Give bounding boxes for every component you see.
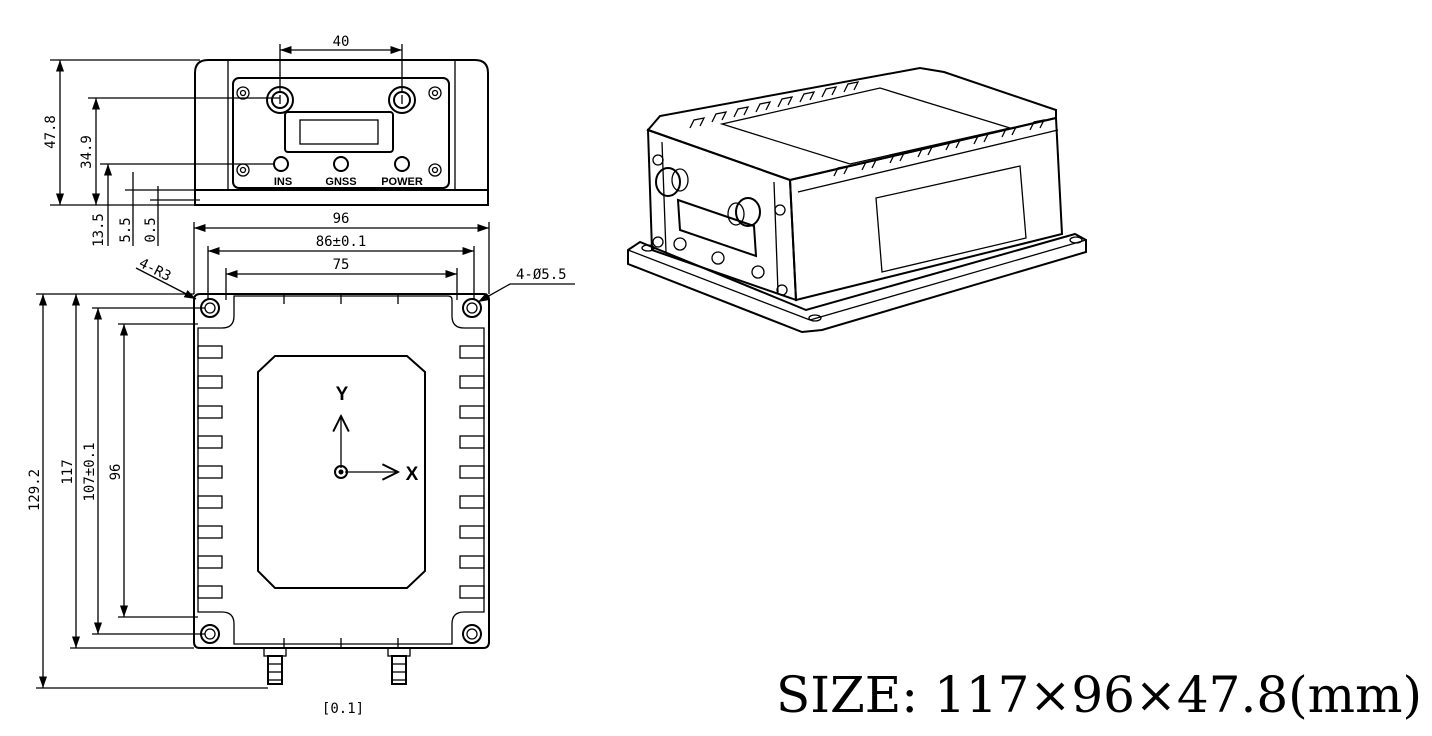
led-label-ins: INS xyxy=(274,176,292,188)
size-caption: SIZE: 117×96×47.8(mm) xyxy=(776,666,1422,724)
flatness-note: [0.1] xyxy=(322,701,364,717)
front-view: INS GNSS POWER 40 47.8 34.9 13.5 5.5 0.5 xyxy=(43,34,489,247)
iso-right-face xyxy=(788,116,1064,302)
top-inner-outline xyxy=(197,295,485,645)
isometric-view xyxy=(627,66,1087,334)
dim-top-width-total: 96 xyxy=(333,211,350,227)
data-connector-inner xyxy=(299,119,379,145)
dim-hole-spec: 4-Ø5.5 xyxy=(516,267,567,283)
dim-top-inner-length: 96 xyxy=(108,464,124,481)
iso-antenna-connector-icon xyxy=(655,167,761,227)
dim-front-height-total: 47.8 xyxy=(43,115,59,149)
led-power-icon xyxy=(394,156,410,172)
cooling-fins-left xyxy=(197,345,223,599)
iso-right-edge xyxy=(797,129,1059,193)
iso-led-icon xyxy=(751,265,765,279)
iso-front-screw-icon xyxy=(652,236,664,248)
iso-led-icon xyxy=(711,251,725,265)
front-enclosure-outline xyxy=(194,59,489,206)
sma-connector-icon xyxy=(263,647,411,685)
iso-mount-hole-icon xyxy=(808,314,822,322)
antenna-connector-icon xyxy=(266,86,416,114)
iso-front-screw-icon xyxy=(774,204,786,216)
panel-screw-icon xyxy=(236,86,442,177)
iso-front-rib xyxy=(773,181,779,293)
dim-front-led-height: 13.5 xyxy=(91,213,107,247)
cooling-fins-right xyxy=(459,345,485,599)
dim-top-hole-pitch-y: 107±0.1 xyxy=(82,442,98,501)
axis-label-y: Y xyxy=(336,384,349,405)
dim-top-hole-pitch: 86±0.1 xyxy=(316,234,367,250)
axis-label-x: X xyxy=(406,464,419,485)
iso-top-face xyxy=(646,66,1057,182)
iso-fins xyxy=(689,81,1046,177)
led-label-power: POWER xyxy=(381,176,423,188)
front-connector-panel xyxy=(232,77,450,189)
iso-base-flange xyxy=(627,232,1087,334)
iso-base-edge-right xyxy=(809,239,1087,321)
led-gnss-icon xyxy=(333,156,349,172)
iso-front-screw-icon xyxy=(776,284,788,296)
iso-top-recess xyxy=(719,87,1013,165)
leader-hole-spec xyxy=(477,283,511,303)
iso-side-window xyxy=(875,165,1027,273)
led-ins-icon xyxy=(273,156,289,172)
iso-mount-hole-icon xyxy=(641,244,655,252)
dim-corner-radius: 4-R3 xyxy=(136,255,173,285)
dim-top-length-body: 117 xyxy=(60,459,76,484)
axis-indicator xyxy=(335,416,398,478)
iso-mount-hole-icon xyxy=(1069,236,1083,244)
top-view: Y X [0.1] 96 86±0.1 75 4-R3 xyxy=(27,211,575,717)
dim-front-width: 40 xyxy=(333,34,350,50)
dim-top-length-total: 129.2 xyxy=(27,469,43,511)
dim-front-connector-height: 34.9 xyxy=(79,135,95,169)
led-label-gnss: GNSS xyxy=(325,176,356,188)
iso-front-screw-icon xyxy=(652,154,664,166)
label-recess xyxy=(257,355,426,589)
data-connector xyxy=(284,111,394,153)
iso-data-connector xyxy=(676,198,758,258)
iso-base-edge xyxy=(627,249,811,321)
dim-top-inner-width: 75 xyxy=(333,257,350,273)
iso-led-icon xyxy=(673,237,687,251)
edge-ticks xyxy=(283,294,399,648)
dim-front-offset: 0.5 xyxy=(143,217,159,242)
dim-front-base-height: 5.5 xyxy=(118,217,134,242)
